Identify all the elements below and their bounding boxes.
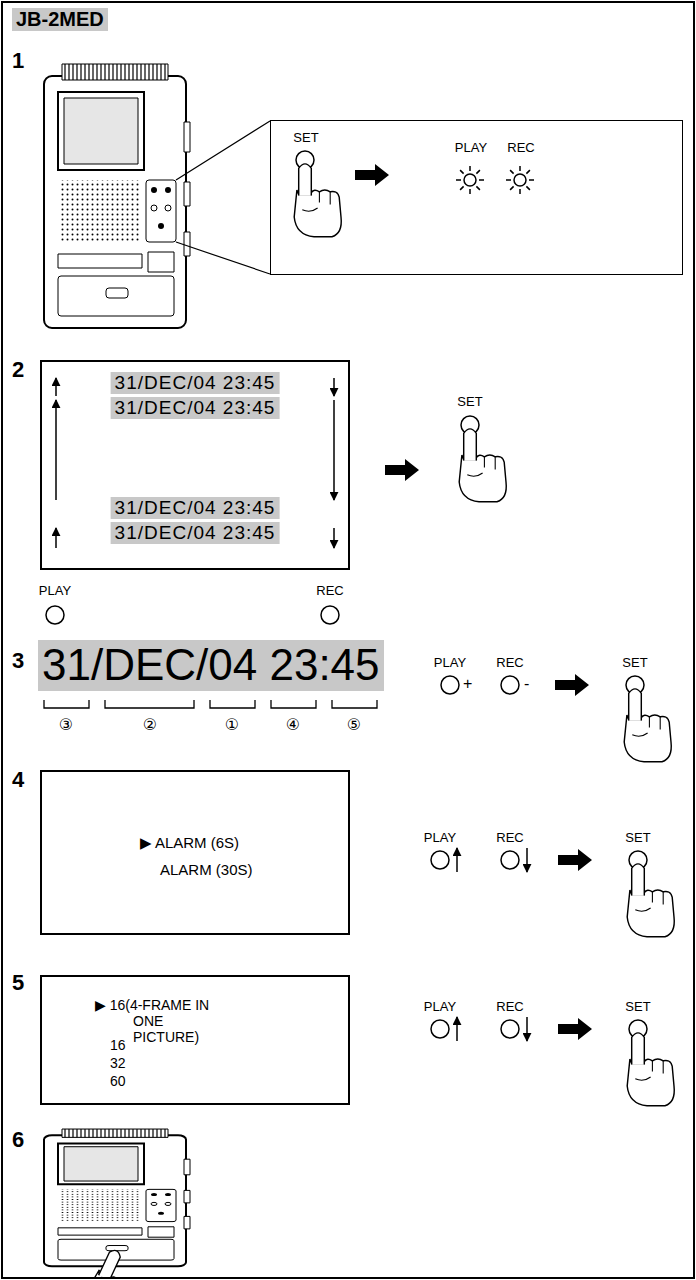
screen-text: SET <box>293 131 318 146</box>
pressing-hand <box>627 864 674 937</box>
indicator-light <box>456 166 484 194</box>
indicator-light <box>506 166 534 194</box>
screen-text: ▶ ALARM (6S) <box>140 834 239 851</box>
rec-button <box>321 606 339 624</box>
pressing-hand <box>624 689 671 762</box>
screen-text: 32 <box>110 1055 126 1071</box>
field-bracket <box>44 700 377 708</box>
button-label: SET <box>457 395 482 410</box>
play-button <box>441 676 459 694</box>
drawing-part <box>333 400 335 500</box>
drawing-part <box>333 528 335 548</box>
step-number: 4 <box>12 767 24 792</box>
up-arrow <box>456 1017 458 1041</box>
down-arrow <box>526 848 528 872</box>
step-arrow <box>385 459 419 481</box>
button-label: REC <box>316 584 343 599</box>
drawing-part <box>333 378 335 396</box>
button-label: PLAY <box>424 1000 456 1015</box>
pressing-hand <box>627 1033 674 1106</box>
button-label: REC <box>496 656 523 671</box>
screen-text: 31/DEC/04 23:45 <box>111 497 280 519</box>
step-number: 3 <box>12 648 24 673</box>
button-label: REC <box>496 1000 523 1015</box>
plus-sign: + <box>463 675 472 693</box>
drawing-part <box>55 400 57 500</box>
button-label: REC <box>496 831 523 846</box>
step-number: 1 <box>12 48 24 73</box>
step-number: 2 <box>12 357 24 382</box>
up-arrow <box>456 848 458 872</box>
play-button <box>46 606 64 624</box>
screen-text: 31/DEC/04 23:45 <box>111 397 280 419</box>
rec-button <box>501 1020 519 1038</box>
button-label: PLAY <box>39 584 71 599</box>
screen-display: ▶ 16(4-FRAME IN ONE PICTURE)163260 <box>40 975 350 1105</box>
down-arrow <box>526 1017 528 1041</box>
play-button <box>431 1020 449 1038</box>
step-arrow <box>355 164 389 186</box>
screen-text: 31/DEC/04 23:45 <box>111 372 280 394</box>
screen-display: 31/DEC/04 23:45 31/DEC/04 23:45 31/DEC/04 … <box>40 360 350 570</box>
drawing-part <box>55 378 57 396</box>
pressing-hand <box>459 429 506 502</box>
callout-number: ⑤ <box>347 716 361 734</box>
pressing-hand <box>294 164 341 237</box>
scroll-arrows <box>56 378 334 548</box>
screen-text: REC <box>507 141 534 156</box>
step-arrow <box>558 1018 592 1040</box>
screen-display: ▶ ALARM (6S) ALARM (30S) <box>40 770 350 935</box>
play-button <box>431 851 449 869</box>
button-label: SET <box>625 1000 650 1015</box>
callout-number: ③ <box>59 716 73 734</box>
screen-text: 31/DEC/04 23:45 <box>111 522 280 544</box>
screen-text: 16 <box>110 1037 126 1053</box>
step-number: 6 <box>12 1127 24 1152</box>
rec-button <box>501 851 519 869</box>
button-label: PLAY <box>434 656 466 671</box>
button-inset: SET PLAY REC <box>270 120 683 275</box>
step-arrow <box>555 674 589 696</box>
leader-line <box>176 121 270 274</box>
screen-text: 60 <box>110 1073 126 1089</box>
callout-number: ② <box>143 716 157 734</box>
rec-button <box>501 676 519 694</box>
date-time-display: 31/DEC/04 23:45 <box>38 640 384 691</box>
step-number: 5 <box>12 970 24 995</box>
button-label: PLAY <box>424 831 456 846</box>
callout-number: ① <box>225 716 239 734</box>
screen-text: ALARM (30S) <box>160 861 253 878</box>
recorder-device <box>44 64 190 328</box>
minus-sign: - <box>524 675 529 693</box>
model-title: JB-2MED <box>12 8 108 31</box>
pressing-hand <box>78 1246 147 1277</box>
drawing-part <box>55 528 57 548</box>
step-arrow <box>558 849 592 871</box>
button-label: SET <box>625 831 650 846</box>
callout-number: ④ <box>286 716 300 734</box>
step6-illustration <box>44 1129 190 1277</box>
recorder-device <box>44 1129 190 1266</box>
screen-text: PLAY <box>455 141 487 156</box>
button-label: SET <box>622 656 647 671</box>
